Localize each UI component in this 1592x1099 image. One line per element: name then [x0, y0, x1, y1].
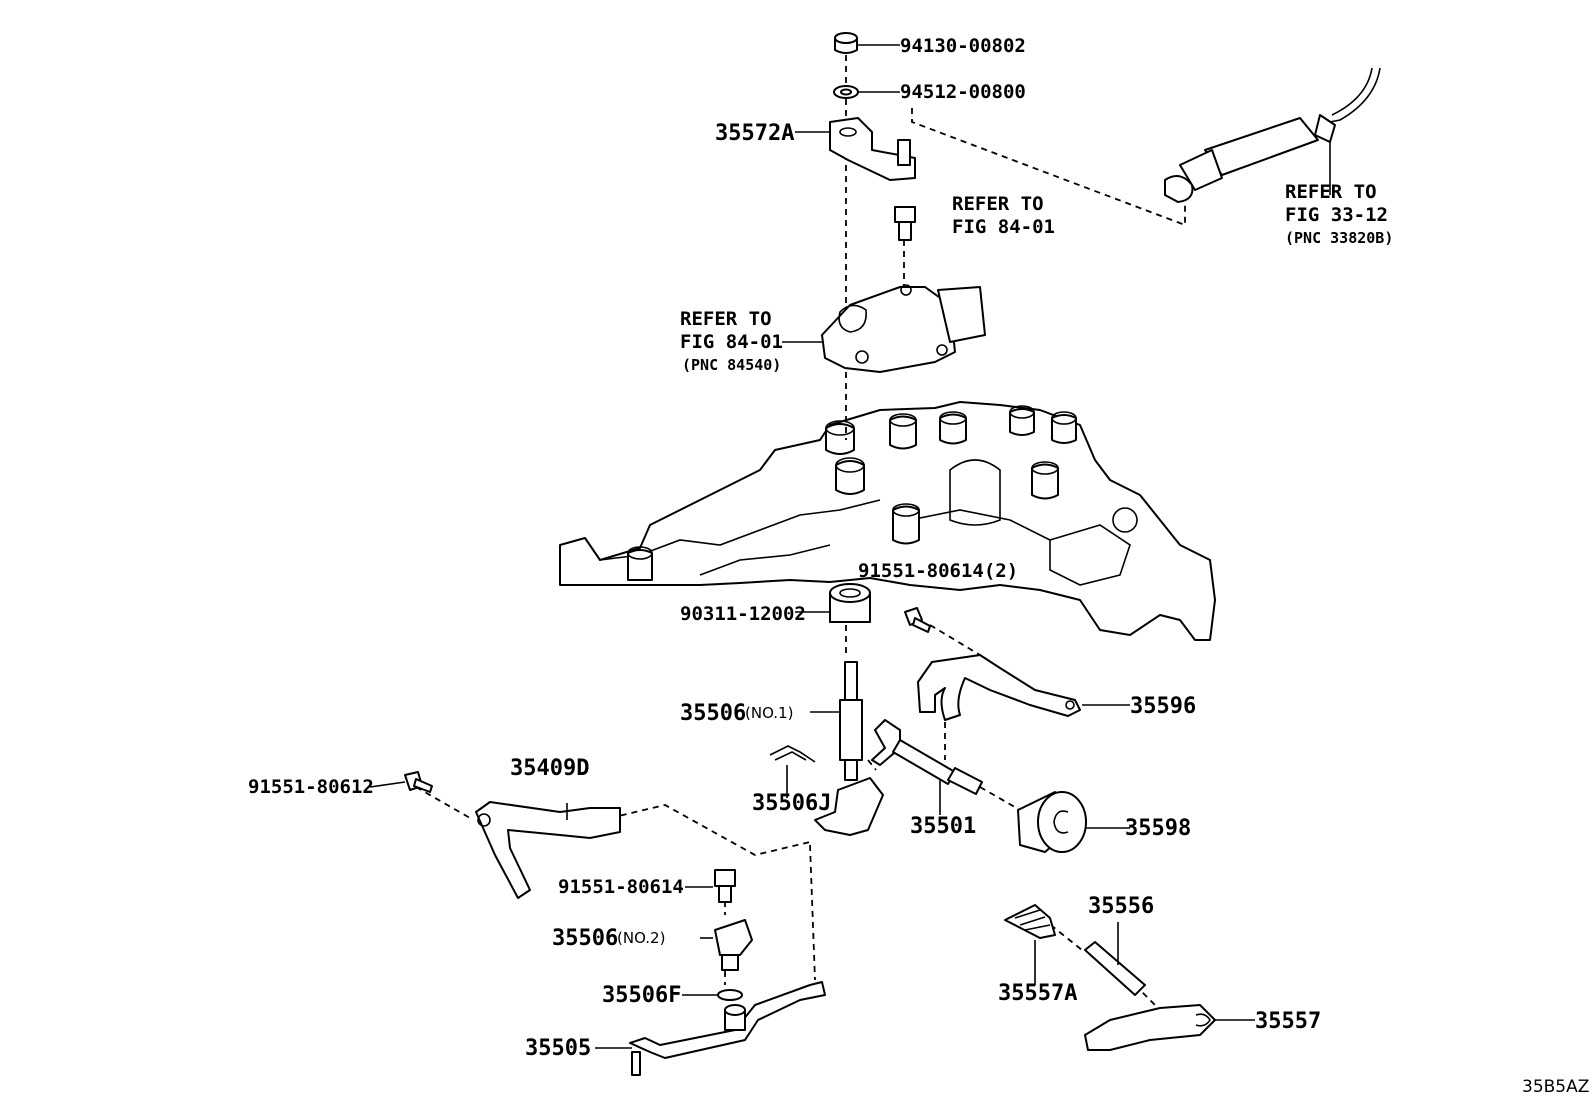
label-35506J[interactable]: 35506J	[752, 791, 831, 816]
bolt-91551-80614-2[interactable]	[904, 607, 931, 633]
figure-code: 35B5AZ	[1522, 1077, 1589, 1097]
spacer-35506J[interactable]	[769, 745, 816, 763]
bolt-91551-80612[interactable]	[404, 771, 433, 793]
detent-35506-no2[interactable]	[714, 919, 753, 971]
label-fig-33-12[interactable]: FIG 33-12	[1285, 204, 1388, 226]
case-bosses	[627, 405, 1077, 581]
label-pnc-33820b[interactable]: (PNC 33820B)	[1285, 229, 1393, 247]
roller-35598[interactable]	[1017, 791, 1087, 853]
label-35506-no2[interactable]: 35506	[552, 926, 618, 951]
oring-35506F[interactable]	[717, 989, 743, 1001]
washer-94512-00800[interactable]	[833, 85, 859, 99]
label-35596[interactable]: 35596	[1130, 694, 1196, 719]
leader-lines	[369, 44, 1331, 1049]
label-refer-to-b: REFER TO	[1285, 181, 1377, 203]
rod-35501[interactable]	[871, 719, 983, 795]
label-94512-00800[interactable]: 94512-00800	[900, 81, 1026, 103]
lever-35505[interactable]	[629, 981, 826, 1076]
label-35409D[interactable]: 35409D	[510, 756, 589, 781]
lever-35572A[interactable]	[829, 117, 916, 181]
bolt-91551-80614[interactable]	[714, 869, 736, 903]
label-35572A[interactable]: 35572A	[715, 121, 794, 146]
label-35505[interactable]: 35505	[525, 1036, 591, 1061]
spring-35557A[interactable]	[1004, 904, 1056, 939]
label-35598[interactable]: 35598	[1125, 816, 1191, 841]
plate-35557[interactable]	[1084, 1004, 1216, 1051]
label-35501[interactable]: 35501	[910, 814, 976, 839]
label-35556[interactable]: 35556	[1088, 894, 1154, 919]
label-35506-no1[interactable]: 35506	[680, 701, 746, 726]
label-91551-80614[interactable]: 91551-80614	[558, 876, 684, 898]
label-fig-84-01-a[interactable]: FIG 84-01	[952, 216, 1055, 238]
label-35557[interactable]: 35557	[1255, 1009, 1321, 1034]
nut-94130-00802[interactable]	[834, 32, 858, 54]
label-35506F[interactable]: 35506F	[602, 983, 681, 1008]
neutral-start-switch[interactable]	[821, 284, 986, 373]
spring-35596[interactable]	[917, 654, 1081, 721]
part-labels: 94130-00802 94512-00800 35572A REFER TO …	[248, 35, 1589, 1097]
shaft-35506-no1[interactable]	[814, 661, 884, 836]
lever-35409D[interactable]	[475, 801, 621, 899]
label-90311-12002[interactable]: 90311-12002	[680, 603, 806, 625]
label-35557A[interactable]: 35557A	[998, 981, 1077, 1006]
label-fig-84-01-b[interactable]: FIG 84-01	[680, 331, 783, 353]
control-cable[interactable]	[1164, 67, 1381, 203]
oil-seal-90311-12002[interactable]	[829, 583, 871, 623]
pin-35556[interactable]	[1084, 941, 1146, 996]
label-91551-80612[interactable]: 91551-80612	[248, 776, 374, 798]
bolt-fig-84-01[interactable]	[894, 206, 916, 241]
label-91551-80614-2[interactable]: 91551-80614(2)	[858, 560, 1018, 582]
label-no1: (NO.1)	[745, 704, 793, 722]
label-pnc-84540[interactable]: (PNC 84540)	[682, 356, 781, 374]
label-refer-to-c: REFER TO	[680, 308, 772, 330]
label-refer-to-a: REFER TO	[952, 193, 1044, 215]
label-94130-00802[interactable]: 94130-00802	[900, 35, 1026, 57]
transmission-case	[559, 401, 1216, 641]
label-no2: (NO.2)	[617, 929, 665, 947]
